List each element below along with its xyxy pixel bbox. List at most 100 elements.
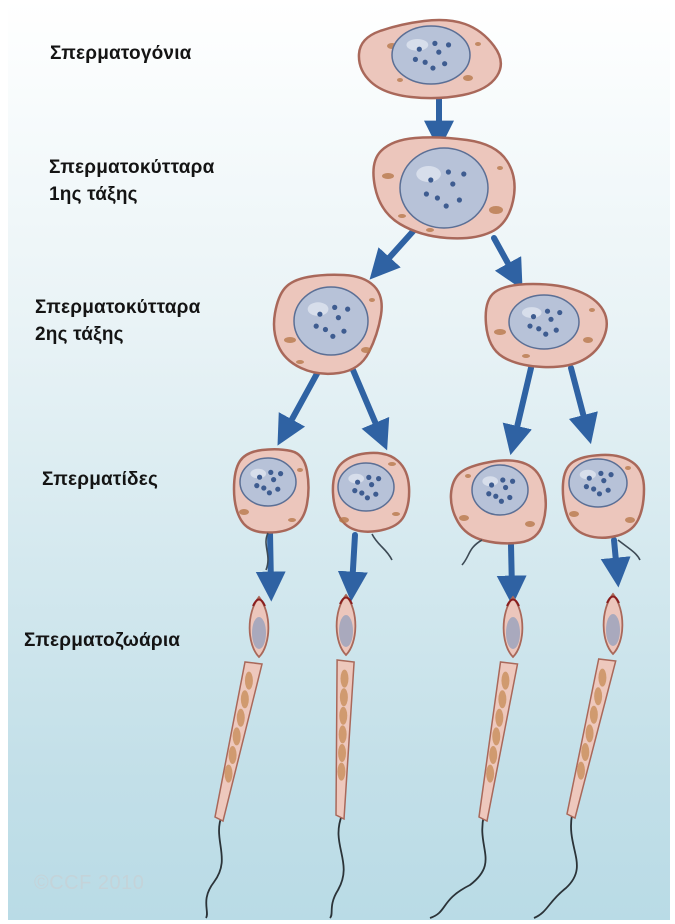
label-primary-spermatocyte: Σπερματοκύτταρα 1ης τάξης	[49, 154, 214, 208]
chromatin-dot	[548, 317, 553, 322]
mitochondrion-dot	[625, 466, 631, 470]
chromatin-dot	[432, 41, 437, 46]
copyright-watermark: ©CCF 2010	[34, 872, 144, 895]
arrow	[614, 540, 617, 572]
mitochondrial-sheath	[339, 725, 347, 743]
label-line: Σπερματοζωάρια	[24, 630, 180, 651]
chromatin-dot	[257, 475, 262, 480]
mitochondrion-dot	[463, 75, 473, 81]
mitochondrial-sheath	[237, 709, 245, 727]
chromatin-dot	[336, 315, 341, 320]
label-line: 1ης τάξης	[49, 184, 138, 205]
mitochondrion-dot	[361, 347, 371, 353]
mitochondrial-sheath	[486, 765, 494, 783]
chromatin-dot	[366, 475, 371, 480]
chromatin-dot	[332, 305, 337, 310]
chromatin-dot	[500, 477, 505, 482]
chromatin-dot	[359, 490, 364, 495]
mitochondrial-sheath	[340, 688, 348, 706]
chromatin-dot	[314, 324, 319, 329]
label-spermatogonia: Σπερματογόνια	[50, 40, 192, 67]
mitochondrion-dot	[497, 166, 503, 170]
mitochondrial-sheath	[590, 706, 598, 724]
nucleus	[392, 26, 470, 84]
label-line: Σπερματογόνια	[50, 43, 192, 64]
chromatin-dot	[444, 203, 449, 208]
mitochondrial-sheath	[498, 690, 506, 708]
mitochondrial-sheath	[495, 709, 503, 727]
mitochondrion-dot	[398, 214, 406, 218]
chromatin-dot	[557, 310, 562, 315]
mitochondrion-dot	[625, 517, 635, 523]
chromatin-dot	[275, 487, 280, 492]
arrow	[270, 533, 271, 586]
chromatin-dot	[457, 197, 462, 202]
tail-flagellum	[534, 815, 577, 918]
arrow	[353, 370, 381, 436]
secondary-spermatocyte-right-cell	[486, 284, 607, 367]
sperm-nucleus	[506, 617, 520, 649]
chromatin-dot	[601, 478, 606, 483]
chromatin-dot	[510, 479, 515, 484]
chromatin-dot	[278, 471, 283, 476]
chromatin-dot	[591, 486, 596, 491]
nucleus	[338, 463, 394, 511]
spermatid-4-cell	[563, 455, 644, 560]
chromatin-dot	[268, 470, 273, 475]
chromatin-dot	[486, 491, 491, 496]
chromatin-dot	[489, 482, 494, 487]
mitochondrion-dot	[297, 468, 303, 472]
chromatin-dot	[450, 181, 455, 186]
tail-flagellum	[430, 815, 486, 918]
mitochondrion-dot	[489, 206, 503, 214]
primary-spermatocyte-cell	[373, 137, 514, 238]
chromatin-dot	[341, 329, 346, 334]
mitochondrion-dot	[369, 298, 375, 302]
chromatin-dot	[587, 476, 592, 481]
arrow	[380, 228, 416, 268]
arrow	[514, 368, 531, 440]
tail-flagellum	[330, 815, 344, 918]
label-line: 2ης τάξης	[35, 324, 124, 345]
mitochondrion-dot	[494, 329, 506, 335]
chromatin-dot	[323, 327, 328, 332]
spermatozoa-layer	[206, 594, 622, 918]
nucleus	[509, 295, 579, 349]
arrow	[571, 368, 587, 429]
mitochondrial-sheath	[245, 672, 253, 690]
mitochondrial-sheath	[225, 765, 233, 783]
spermatozoon-3	[430, 597, 522, 918]
mitochondrion-dot	[339, 517, 349, 523]
chromatin-dot	[417, 47, 422, 52]
mitochondrion-dot	[522, 354, 530, 358]
mitochondrial-sheath	[581, 743, 589, 761]
mitochondrion-dot	[426, 228, 434, 232]
chromatin-dot	[428, 177, 433, 182]
spermatozoon-2	[330, 595, 355, 918]
chromatin-dot	[261, 485, 266, 490]
spermatozoon-1	[206, 597, 268, 918]
spermatid-3-cell	[451, 460, 546, 565]
mitochondrial-sheath	[586, 724, 594, 742]
chromatin-dot	[330, 334, 335, 339]
label-secondary-spermatocyte: Σπερματοκύτταρα 2ης τάξης	[35, 294, 200, 348]
chromatin-dot	[436, 50, 441, 55]
chromatin-dot	[413, 57, 418, 62]
mitochondrion-dot	[392, 512, 400, 516]
mitochondrion-dot	[397, 78, 403, 82]
chromatin-dot	[423, 60, 428, 65]
chromatin-dot	[554, 328, 559, 333]
chromatin-dot	[493, 494, 498, 499]
mitochondrial-sheath	[338, 744, 346, 762]
mitochondrion-dot	[382, 173, 394, 179]
chromatin-dot	[267, 490, 272, 495]
flagellum-start	[618, 540, 640, 560]
mitochondrial-sheath	[489, 746, 497, 764]
mitochondrial-sheath	[339, 707, 347, 725]
mitochondrion-dot	[569, 511, 579, 517]
chromatin-dot	[254, 483, 259, 488]
spermatid-2-cell	[333, 453, 409, 560]
mitochondrion-dot	[239, 509, 249, 515]
